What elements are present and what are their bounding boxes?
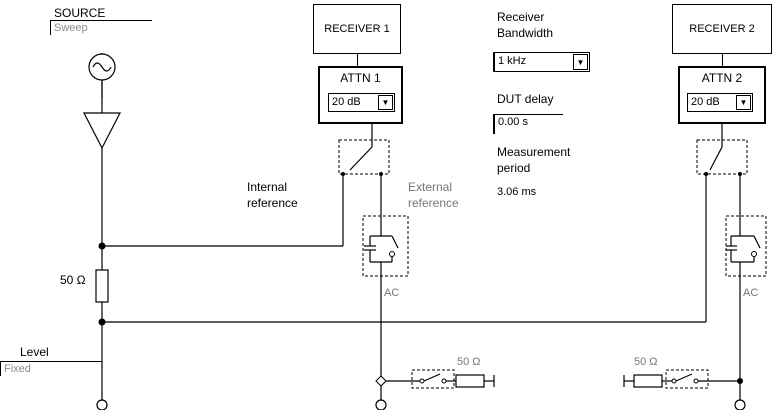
measurement-label-1: Measurement <box>497 145 571 159</box>
termination-2-label: 50 Ω <box>634 356 658 368</box>
bandwidth-label-1: Receiver <box>497 10 545 24</box>
coupling-block-1-icon <box>362 215 409 277</box>
receiver-1-wire <box>357 54 358 66</box>
bandwidth-label-2: Bandwidth <box>497 26 554 40</box>
level-label: Level <box>20 345 49 359</box>
attn-1-value: 20 dB <box>332 96 361 108</box>
level-mode-field[interactable]: Fixed <box>0 361 102 376</box>
resistor-label: 50 Ω <box>60 273 86 287</box>
termination-2-icon <box>623 369 746 410</box>
termination-1-label: 50 Ω <box>457 356 481 368</box>
ac-label-2: AC <box>743 287 759 299</box>
coupling-block-2-icon <box>725 215 767 277</box>
internal-ref-label-2: reference <box>247 196 298 210</box>
resistor-icon <box>95 269 109 303</box>
dut-delay-input[interactable]: 0.00 s <box>493 114 563 134</box>
measurement-value: 3.06 ms <box>497 186 537 198</box>
source-mode-field[interactable]: Sweep <box>50 20 152 35</box>
attn-2-select[interactable]: 20 dB ▼ <box>687 93 753 112</box>
bandwidth-value: 1 kHz <box>498 55 527 67</box>
ac-label-1: AC <box>384 287 400 299</box>
attn-1-panel: ATTN 1 20 dB ▼ <box>318 66 403 124</box>
attn-1-dropdown-icon[interactable]: ▼ <box>378 95 393 110</box>
amplifier-icon <box>83 112 121 150</box>
bandwidth-dropdown-icon[interactable]: ▼ <box>573 54 588 70</box>
receiver-2-wire <box>722 54 723 66</box>
termination-1-icon <box>375 369 495 410</box>
output-terminal-icon <box>96 399 108 410</box>
receiver-2-box[interactable]: RECEIVER 2 <box>672 4 772 54</box>
receiver-2-title: RECEIVER 2 <box>689 23 755 35</box>
measurement-label-2: period <box>497 161 531 175</box>
source-label: SOURCE <box>54 6 106 20</box>
attn-2-panel: ATTN 2 20 dB ▼ <box>678 66 766 124</box>
attn-1-select[interactable]: 20 dB ▼ <box>328 93 395 112</box>
dut-delay-label: DUT delay <box>497 92 554 106</box>
receiver-1-box[interactable]: RECEIVER 1 <box>313 4 401 54</box>
ref-switch-1-icon <box>338 139 390 175</box>
bandwidth-select[interactable]: 1 kHz ▼ <box>493 52 590 72</box>
receiver-1-title: RECEIVER 1 <box>324 23 390 35</box>
external-ref-label-1: External <box>408 180 453 194</box>
attn-2-title: ATTN 2 <box>701 71 743 85</box>
attn-2-dropdown-icon[interactable]: ▼ <box>736 95 751 110</box>
attn-1-title: ATTN 1 <box>340 71 381 85</box>
external-ref-label-2: reference <box>408 196 459 210</box>
attn-2-value: 20 dB <box>691 96 720 108</box>
internal-ref-label-1: Internal <box>247 180 288 194</box>
